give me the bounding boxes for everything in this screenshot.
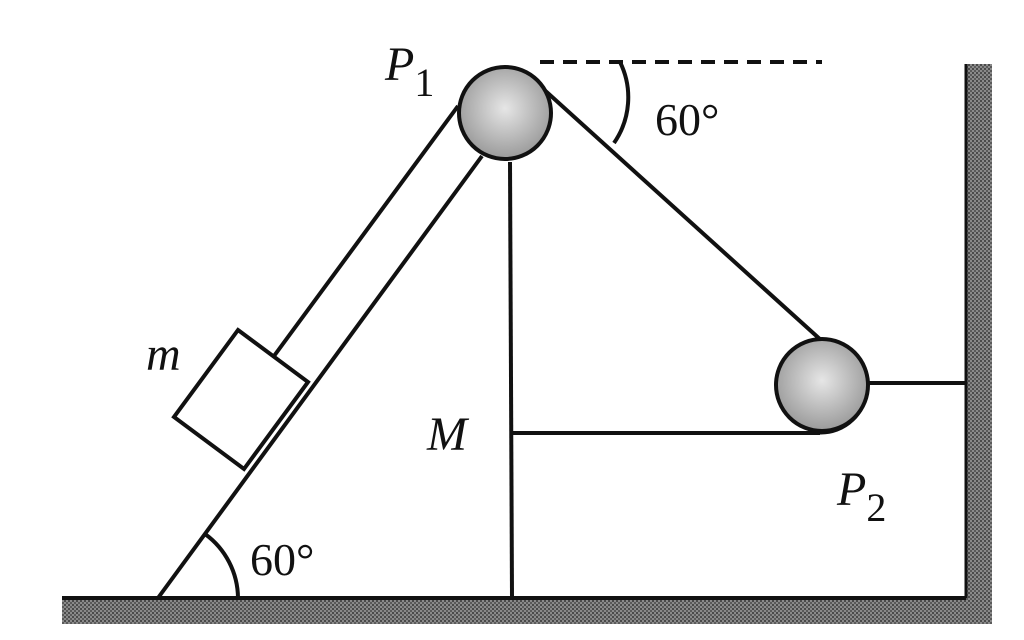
- block-m: [171, 327, 311, 472]
- rope-block-to-p1: [272, 104, 460, 358]
- pulley-p1: [457, 65, 553, 161]
- angle-label-top: 60°: [655, 94, 719, 145]
- p2-label: P2: [836, 463, 886, 530]
- ground: [62, 598, 992, 624]
- wedge-hypotenuse: [156, 154, 484, 600]
- rope-p1-to-p2: [538, 84, 824, 343]
- angle-label-bottom: 60°: [250, 534, 314, 585]
- wedge-vertical-side: [508, 161, 514, 599]
- block-label: m: [146, 328, 181, 381]
- p1-label: P1: [384, 38, 434, 105]
- angle-arc-bottom: [203, 532, 240, 599]
- pulley-p2: [774, 337, 870, 433]
- wedge-label: M: [426, 408, 470, 461]
- angle-arc-top: [612, 61, 631, 145]
- wall: [966, 64, 992, 604]
